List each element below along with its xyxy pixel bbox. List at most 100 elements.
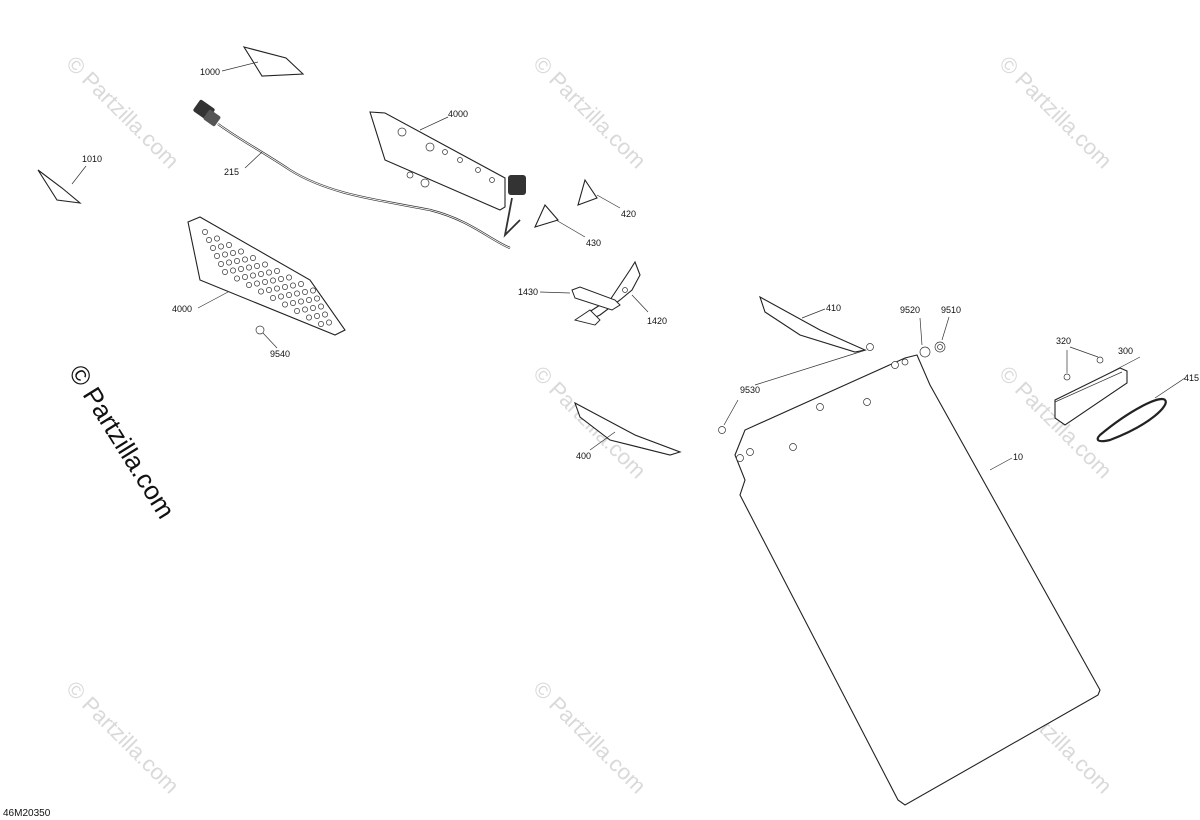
watermark: © Partzilla.com xyxy=(994,51,1117,174)
perforation-dot xyxy=(226,259,232,266)
perforation-dot xyxy=(206,237,212,243)
reflector-420 xyxy=(577,178,598,206)
perforation-dot xyxy=(214,253,220,259)
perforation-dot xyxy=(250,272,256,279)
watermark: © Partzilla.com xyxy=(528,676,651,799)
callout-400: 400 xyxy=(576,451,591,461)
nut-9510 xyxy=(934,316,950,353)
perforation-dot xyxy=(238,266,244,272)
watermark-main: © Partzilla.com xyxy=(63,359,181,523)
perforation-dot xyxy=(278,293,284,300)
perforation-dot xyxy=(306,314,312,321)
perforation-dot xyxy=(262,279,268,285)
perforation-dot xyxy=(258,288,264,295)
perforation-dot xyxy=(222,251,228,258)
perforation-dot xyxy=(242,274,248,280)
perforation-dot xyxy=(250,255,256,261)
washer-9520 xyxy=(919,317,931,358)
callout-300: 300 xyxy=(1118,346,1133,356)
callout-430: 430 xyxy=(586,238,601,248)
perforation-dot xyxy=(246,282,252,288)
callout-9530: 9530 xyxy=(740,385,760,395)
perforation-dot xyxy=(226,242,232,248)
perforation-dot xyxy=(310,287,316,294)
perforation-dot xyxy=(234,275,240,282)
callout-1420: 1420 xyxy=(647,316,667,326)
decal-1010 xyxy=(37,169,82,204)
perforation-dot xyxy=(274,268,280,274)
perforation-dot xyxy=(222,269,228,275)
perforation-dot xyxy=(214,235,220,242)
perforation-dot xyxy=(274,285,280,292)
watermark: © Partzilla.com xyxy=(61,51,184,174)
callout-4000: 4000 xyxy=(448,109,468,119)
perforation-dot xyxy=(210,245,216,251)
callout-9510: 9510 xyxy=(941,305,961,315)
perforation-dot xyxy=(318,321,324,327)
callout-4000: 4000 xyxy=(172,304,192,314)
callout-1430: 1430 xyxy=(518,287,538,297)
perforation-dot xyxy=(290,300,296,306)
perforation-dot xyxy=(310,305,316,311)
perforation-dot xyxy=(302,289,308,295)
perforation-dot xyxy=(218,261,224,267)
perforation-dot xyxy=(266,287,272,293)
callout-215: 215 xyxy=(224,167,239,177)
light-housing-4000-upper xyxy=(369,111,526,238)
perforation-dot xyxy=(254,263,260,269)
perforation-dot xyxy=(258,271,264,277)
perforation-dot xyxy=(326,319,332,326)
callout-9540: 9540 xyxy=(270,349,290,359)
perforation-dot xyxy=(270,295,276,301)
callout-420: 420 xyxy=(621,209,636,219)
callout-320: 320 xyxy=(1056,336,1071,346)
wiring-harness-215 xyxy=(193,99,511,250)
guard-410 xyxy=(759,295,867,353)
perforation-dot xyxy=(266,269,272,276)
perforation-dot xyxy=(314,295,320,302)
rod-1430 xyxy=(539,286,621,311)
bolt-320 xyxy=(1063,346,1104,381)
perforation-dot xyxy=(234,258,240,264)
seal-415 xyxy=(1096,397,1167,443)
callout-9520: 9520 xyxy=(900,305,920,315)
bar-300 xyxy=(1054,356,1141,426)
perforation-dot xyxy=(242,256,248,263)
perforation-dot xyxy=(286,292,292,298)
perforation-dot xyxy=(322,311,328,318)
perforation-dot xyxy=(230,250,236,256)
callout-10: 10 xyxy=(1013,452,1023,462)
callout-1000: 1000 xyxy=(200,67,220,77)
perforation-dot xyxy=(218,243,224,250)
callout-labels: 1000 1010 215 4000 4000 420 430 1430 142… xyxy=(82,67,1199,462)
bracket-1420 xyxy=(573,260,649,326)
perforation-dot xyxy=(282,301,288,308)
perforation-dot xyxy=(270,277,276,284)
screw-9530 xyxy=(718,343,874,434)
perforation-dot xyxy=(298,281,304,287)
reflector-430 xyxy=(533,203,559,228)
perforation-dot xyxy=(302,306,308,313)
perforation-dot xyxy=(294,308,300,314)
perforation-dot xyxy=(294,290,300,297)
callout-415: 415 xyxy=(1184,373,1199,383)
perforation-dot xyxy=(306,297,312,303)
perforation-dot xyxy=(286,274,292,281)
perforation-dot xyxy=(290,282,296,289)
watermark: © Partzilla.com xyxy=(528,51,651,174)
guard-400 xyxy=(574,401,682,456)
perforation-dot xyxy=(262,261,268,268)
watermark: © Partzilla.com xyxy=(61,676,184,799)
decal-1000 xyxy=(242,46,305,77)
perforation-dot xyxy=(254,280,260,287)
callout-1010: 1010 xyxy=(82,154,102,164)
perforation-dot xyxy=(314,313,320,319)
perforation-dot xyxy=(202,229,208,235)
mud-flap-10 xyxy=(734,354,1101,806)
perforation-dot xyxy=(278,276,284,282)
diagram-code: 46M20350 xyxy=(3,808,51,819)
light-panel-4000-lower xyxy=(187,216,346,336)
perforation-dot xyxy=(246,264,252,271)
perforation-dot xyxy=(238,248,244,255)
